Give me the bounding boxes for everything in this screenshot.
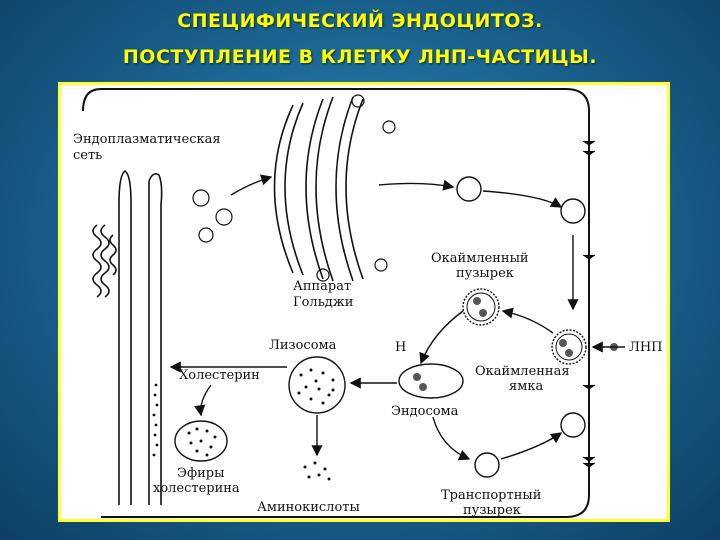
membrane-receptors	[582, 140, 596, 468]
endosome	[398, 363, 464, 399]
er-to-golgi-arrow	[230, 174, 273, 196]
amino-label: Аминокислоты	[257, 500, 360, 515]
cholesterol-label: Холестерин	[179, 368, 260, 383]
transport-label-2: пузырек	[463, 503, 521, 518]
vesicle-to-membrane-arrow	[482, 190, 563, 208]
cholesterol-esters-droplet	[174, 420, 228, 462]
transport-vesicle	[474, 452, 500, 478]
transport-to-membrane-arrow	[500, 432, 563, 460]
cholesterol-to-esters-arrow	[194, 384, 212, 417]
transport-label-1: Транспортный	[441, 488, 541, 503]
golgi-vesicles	[316, 94, 396, 282]
er-label-1: Эндоплазматическая	[73, 132, 221, 147]
golgi-apparatus	[273, 96, 364, 282]
er-dots	[152, 383, 159, 457]
lysosome-label: Лизосома	[269, 338, 337, 353]
endosome-to-transport-arrow	[432, 416, 471, 461]
endoplasmic-reticulum	[92, 170, 163, 505]
coated-vesicle-label-2: пузырек	[456, 266, 514, 281]
esters-label-1: Эфиры	[177, 466, 224, 481]
endocytosis-diagram: Эндоплазматическая сеть Аппарат Гольджи	[73, 88, 663, 518]
membrane-recycling-vesicle	[560, 412, 586, 438]
ldl-label: ЛНП	[629, 340, 663, 355]
vesicle-to-endosome-arrow	[419, 310, 464, 365]
esters-label-2: холестерина	[153, 481, 240, 496]
pit-to-vesicle-arrow	[501, 307, 554, 334]
er-vesicles	[192, 189, 233, 243]
coated-pit-label-1: Окаймленная	[475, 364, 570, 379]
lysosome	[288, 356, 346, 414]
membrane-fusing-vesicle	[560, 198, 586, 224]
golgi-label-1: Аппарат	[293, 279, 351, 294]
er-label-2: сеть	[73, 148, 102, 163]
golgi-exit-vesicle	[456, 176, 482, 202]
coated-pit-label-2: ямка	[509, 379, 543, 394]
h-label: H	[395, 340, 406, 355]
coated-pit	[551, 329, 587, 365]
endosome-label: Эндосома	[391, 404, 459, 419]
diagram-panel: Эндоплазматическая сеть Аппарат Гольджи	[58, 82, 670, 522]
coated-vesicle	[462, 288, 500, 326]
cell-membrane	[101, 88, 590, 518]
golgi-label-2: Гольджи	[293, 295, 353, 310]
golgi-to-vesicle-arrow	[378, 179, 455, 191]
title-line-2: ПОСТУПЛЕНИЕ В КЛЕТКУ ЛНП-ЧАСТИЦЫ.	[122, 46, 598, 68]
coated-vesicle-label-1: Окаймленный	[431, 251, 529, 266]
title-line-1: СПЕЦИФИЧЕСКИЙ ЭНДОЦИТОЗ.	[177, 10, 543, 32]
amino-acids-dots	[303, 461, 331, 481]
